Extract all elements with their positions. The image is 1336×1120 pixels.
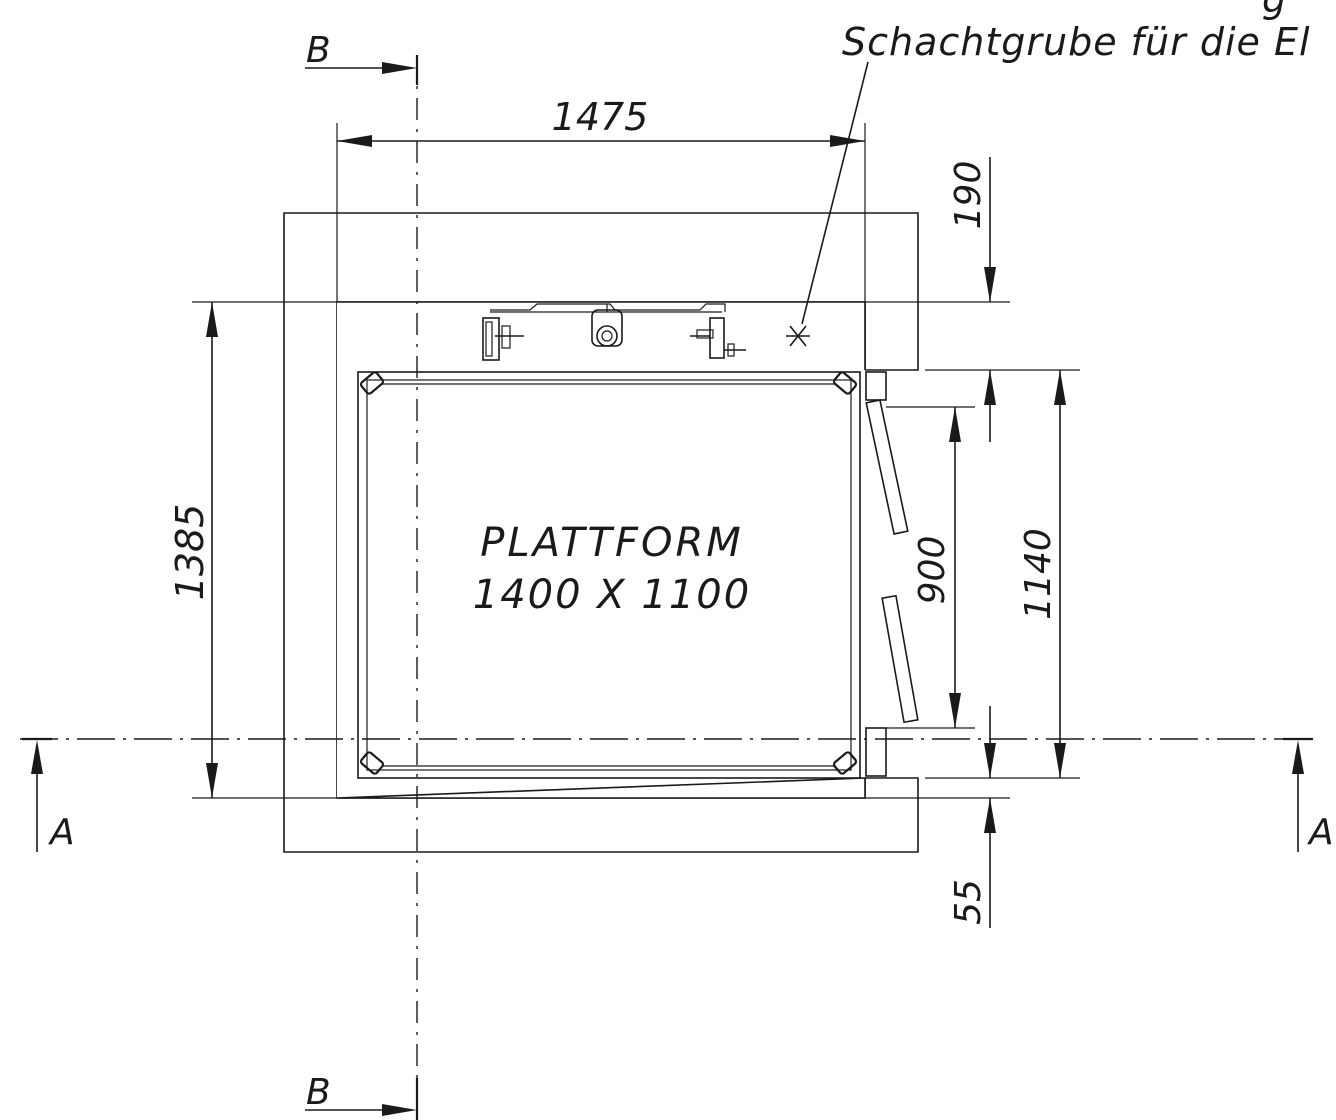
dimension-top-offset-label: 190 (948, 161, 989, 230)
drive-mechanism (482, 303, 746, 361)
section-b-top-label: B (306, 30, 331, 71)
dimension-door-opening-label: 900 (912, 536, 953, 605)
corner-top-left (359, 371, 385, 395)
section-b-bottom: B (305, 1072, 419, 1120)
note-line-1: g (1262, 0, 1286, 21)
door-assembly (865, 369, 1080, 779)
dimension-door-frame: 1140 (1018, 370, 1066, 778)
dimension-shaft-width: 1475 (336, 95, 866, 302)
corner-bottom-left (359, 751, 385, 775)
section-a-right-label: A (1307, 812, 1334, 853)
dimension-shaft-depth-label: 1385 (168, 504, 212, 601)
dimension-bottom-offset: 55 (948, 706, 996, 928)
corner-top-right (832, 371, 858, 395)
platform (357, 371, 861, 779)
dimension-bottom-offset-label: 55 (948, 879, 989, 925)
marker-star (786, 325, 810, 347)
corner-bottom-right (832, 751, 858, 775)
section-b-bottom-label: B (306, 1072, 331, 1113)
platform-size: 1400 X 1100 (473, 572, 751, 618)
dimension-shaft-depth: 1385 (168, 301, 337, 799)
dimension-right-extensions (865, 301, 1010, 799)
dimension-top-offset: 190 (948, 157, 996, 442)
section-a-left-label: A (48, 812, 75, 853)
dimension-shaft-width-label: 1475 (552, 95, 649, 139)
platform-label: PLATTFORM (480, 520, 744, 566)
dimension-door-frame-label: 1140 (1018, 528, 1059, 620)
shaft-walls (283, 212, 919, 853)
section-a-left: A (22, 737, 75, 853)
section-b-top: B (305, 30, 419, 85)
section-a-right: A (1283, 737, 1334, 853)
note-leader (801, 61, 869, 325)
note-line-2: Schachtgrube für die El (842, 20, 1311, 64)
dimension-door-opening: 900 (912, 407, 961, 728)
